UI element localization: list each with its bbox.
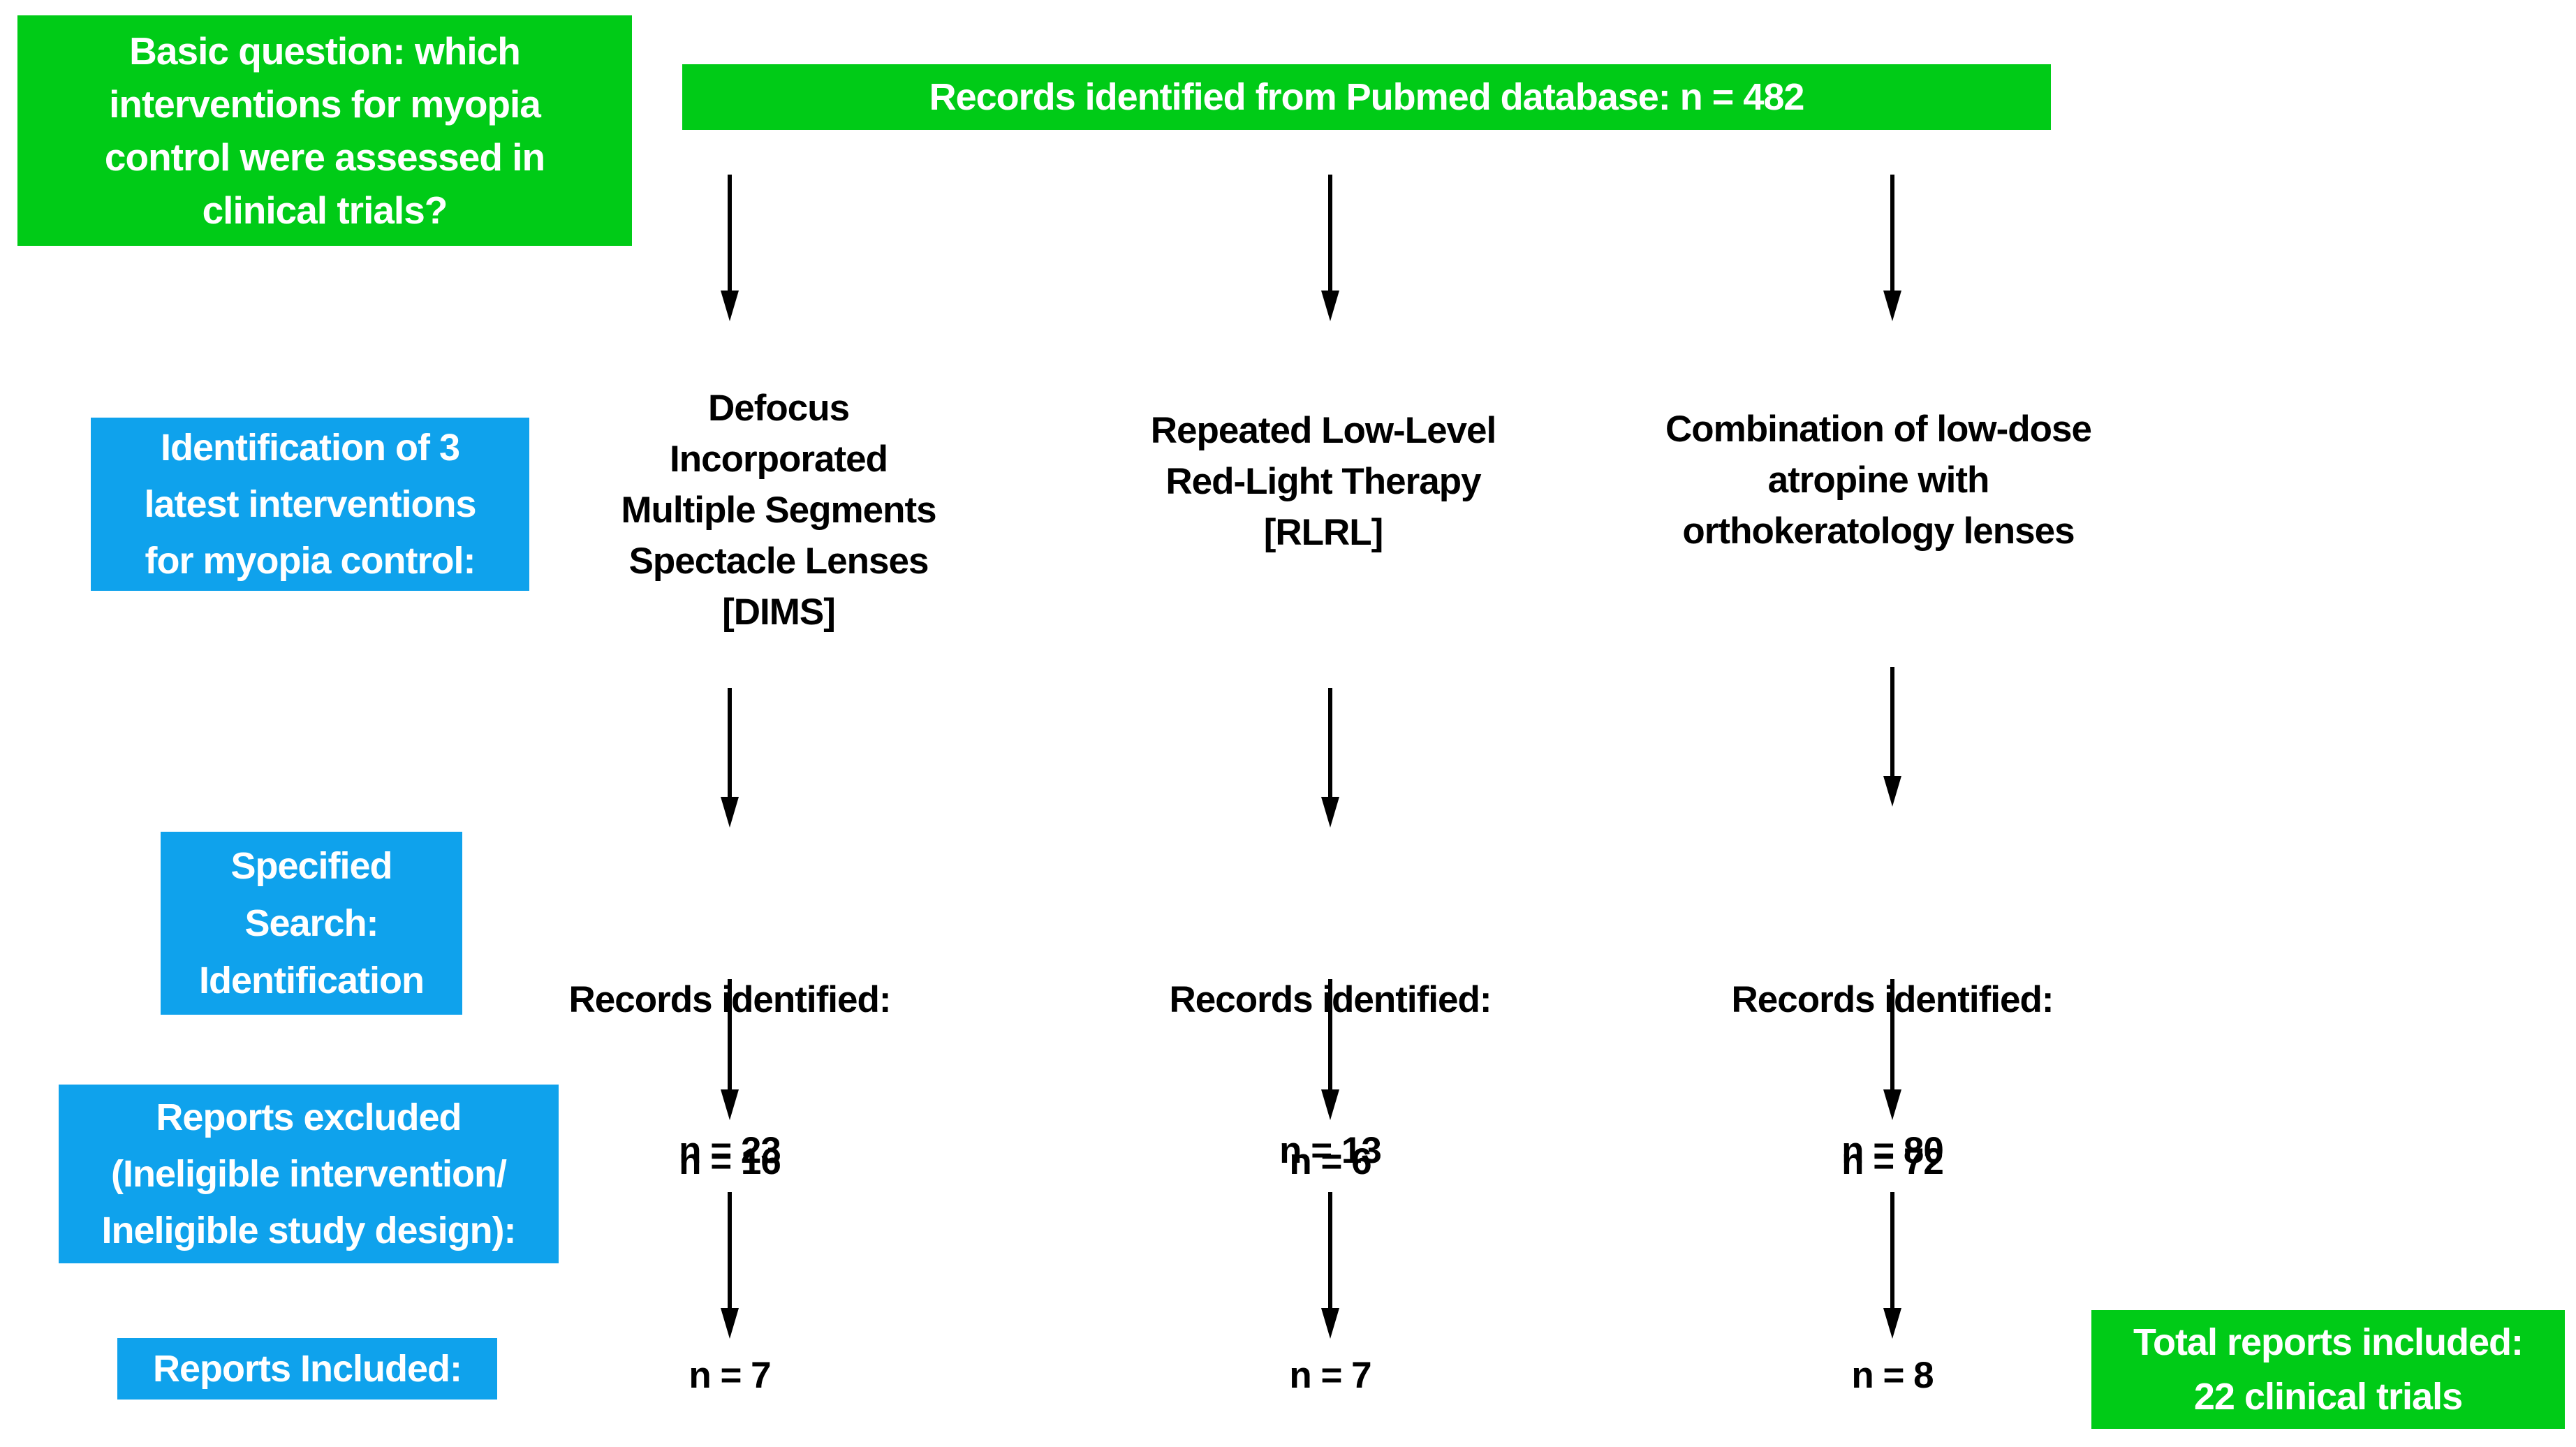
- included-count-atropine-ortho: n = 8: [1851, 1355, 1934, 1396]
- arrow-down-icon: [719, 979, 740, 1120]
- excluded-count-dims: n = 16: [679, 1141, 781, 1182]
- included-count-dims: n = 7: [689, 1355, 771, 1396]
- arrow-down-icon: [1320, 175, 1341, 321]
- side-label-specified-search: Specified Search: Identification: [161, 832, 462, 1015]
- pubmed-records-box: Records identified from Pubmed database:…: [682, 64, 2051, 130]
- records-label: Records identified:: [1169, 979, 1492, 1020]
- column-header-rlrl: Repeated Low-Level Red-Light Therapy [RL…: [1150, 410, 1496, 553]
- excluded-count-atropine-ortho: n = 72: [1841, 1141, 1944, 1182]
- total-reports-box: Total reports included: 22 clinical tria…: [2091, 1310, 2565, 1429]
- records-identified-rlrl: Records identified: n = 13: [1121, 874, 1540, 1277]
- side-label-reports-included: Reports Included:: [117, 1338, 497, 1400]
- records-identified-dims: Records identified: n = 23: [520, 874, 939, 1277]
- arrow-down-icon: [1882, 667, 1903, 807]
- arrow-down-icon: [719, 1192, 740, 1339]
- arrow-down-icon: [1320, 1192, 1341, 1339]
- column-header-dims: Defocus Incorporated Multiple Segments S…: [621, 388, 936, 633]
- arrow-down-icon: [1320, 688, 1341, 828]
- arrow-down-icon: [1882, 979, 1903, 1120]
- arrow-down-icon: [1882, 1192, 1903, 1339]
- arrow-down-icon: [719, 688, 740, 828]
- side-label-reports-excluded: Reports excluded (Ineligible interventio…: [59, 1085, 559, 1263]
- records-count: n = 13: [1279, 1130, 1382, 1171]
- records-count: n = 23: [679, 1130, 781, 1171]
- side-label-identification: Identification of 3 latest interventions…: [91, 418, 529, 591]
- included-count-rlrl: n = 7: [1289, 1355, 1371, 1396]
- records-count: n = 80: [1841, 1130, 1944, 1171]
- basic-question-box: Basic question: which interventions for …: [17, 15, 632, 246]
- records-identified-atropine-ortho: Records identified: n = 80: [1683, 874, 2102, 1277]
- records-label: Records identified:: [1731, 979, 2054, 1020]
- arrow-down-icon: [719, 175, 740, 321]
- arrow-down-icon: [1882, 175, 1903, 321]
- records-label: Records identified:: [568, 979, 891, 1020]
- arrow-down-icon: [1320, 979, 1341, 1120]
- column-header-atropine-ortho: Combination of low-dose atropine with or…: [1665, 409, 2092, 552]
- excluded-count-rlrl: n = 6: [1289, 1141, 1371, 1182]
